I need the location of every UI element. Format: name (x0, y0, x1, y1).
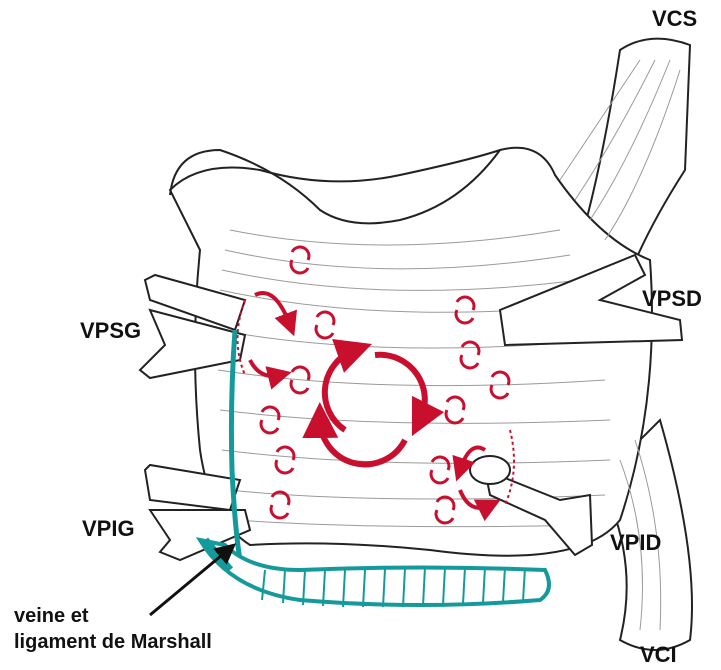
label-marshall-line1: veine et (14, 604, 88, 629)
label-vpig: VPIG (82, 516, 135, 542)
label-vci: VCI (640, 642, 677, 668)
label-vpsg: VPSG (80, 318, 141, 344)
label-vpsd: VPSD (642, 286, 702, 312)
label-vcs: VCS (652, 6, 697, 32)
vpid-ostium (470, 456, 510, 484)
label-vpid: VPID (610, 530, 661, 556)
marshall-pointer-arrow (150, 550, 228, 615)
label-marshall-line2: ligament de Marshall (14, 630, 212, 655)
